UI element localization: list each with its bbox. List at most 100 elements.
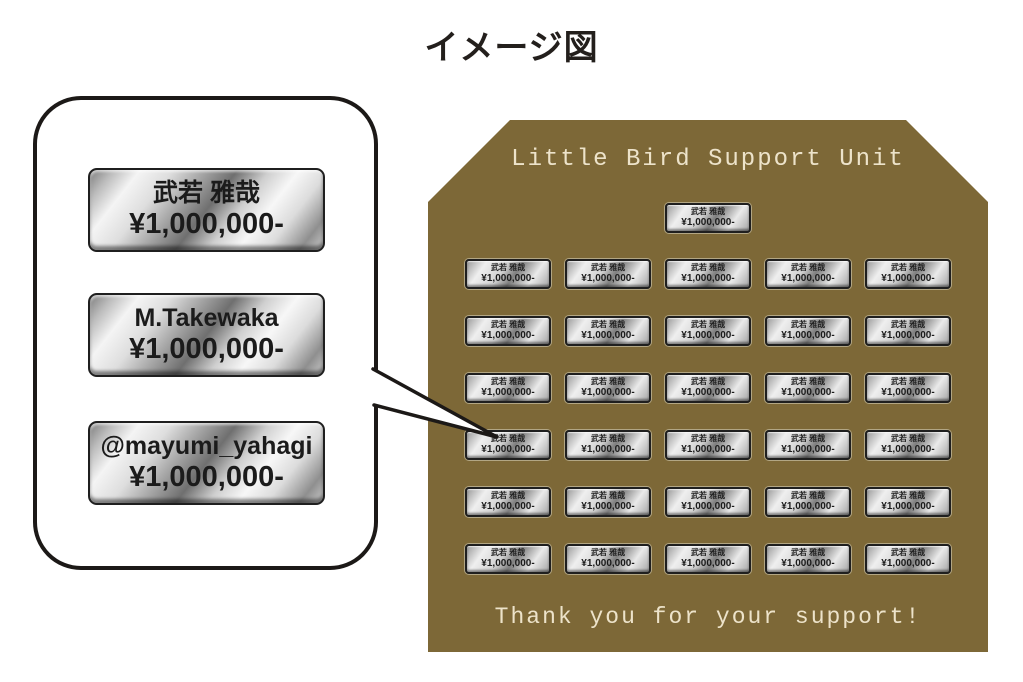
example-plate-roman: M.Takewaka ¥1,000,000- — [88, 293, 325, 377]
plate-row: 武若 雅哉 ¥1,000,000- 武若 雅哉 ¥1,000,000- 武若 雅… — [428, 487, 988, 517]
supporter-plate: 武若 雅哉 ¥1,000,000- — [565, 487, 651, 517]
plate-amount-text: ¥1,000,000- — [581, 386, 635, 398]
example-speech-bubble: 武若 雅哉 ¥1,000,000- M.Takewaka ¥1,000,000-… — [33, 96, 378, 570]
plate-name-text: 武若 雅哉 — [590, 433, 626, 443]
plate-name-text: 武若 雅哉 — [153, 178, 260, 207]
supporter-plate: 武若 雅哉 ¥1,000,000- — [765, 259, 851, 289]
example-plate-handle: @mayumi_yahagi ¥1,000,000- — [88, 421, 325, 505]
plate-amount-text: ¥1,000,000- — [881, 386, 935, 398]
supporter-plate: 武若 雅哉 ¥1,000,000- — [465, 487, 551, 517]
plate-amount-text: ¥1,000,000- — [481, 329, 535, 341]
plate-name-text: 武若 雅哉 — [690, 376, 726, 386]
plate-amount-text: ¥1,000,000- — [781, 557, 835, 569]
supporter-plate: 武若 雅哉 ¥1,000,000- — [565, 373, 651, 403]
plate-name-text: 武若 雅哉 — [590, 547, 626, 557]
plate-name-text: 武若 雅哉 — [590, 376, 626, 386]
supporter-plate: 武若 雅哉 ¥1,000,000- — [865, 487, 951, 517]
plate-amount-text: ¥1,000,000- — [481, 272, 535, 284]
plate-name-text: 武若 雅哉 — [590, 490, 626, 500]
plate-name-text: 武若 雅哉 — [490, 262, 526, 272]
plate-name-text: 武若 雅哉 — [790, 433, 826, 443]
supporter-plate: 武若 雅哉 ¥1,000,000- — [865, 373, 951, 403]
supporter-plate: 武若 雅哉 ¥1,000,000- — [765, 316, 851, 346]
plate-amount-text: ¥1,000,000- — [481, 557, 535, 569]
plate-name-text: M.Takewaka — [134, 303, 279, 332]
board-footer-text: Thank you for your support! — [494, 604, 922, 630]
supporter-plate: 武若 雅哉 ¥1,000,000- — [565, 430, 651, 460]
plate-amount-text: ¥1,000,000- — [881, 329, 935, 341]
plate-name-text: 武若 雅哉 — [890, 376, 926, 386]
supporter-plate: 武若 雅哉 ¥1,000,000- — [665, 487, 751, 517]
plate-amount-text: ¥1,000,000- — [681, 272, 735, 284]
plate-amount-text: ¥1,000,000- — [681, 557, 735, 569]
plate-amount-text: ¥1,000,000- — [781, 329, 835, 341]
plate-amount-text: ¥1,000,000- — [881, 500, 935, 512]
plate-amount-text: ¥1,000,000- — [581, 500, 635, 512]
plate-amount-text: ¥1,000,000- — [581, 443, 635, 455]
plate-name-text: 武若 雅哉 — [690, 490, 726, 500]
supporter-plate: 武若 雅哉 ¥1,000,000- — [665, 203, 751, 233]
plate-amount-text: ¥1,000,000- — [481, 386, 535, 398]
plate-name-text: 武若 雅哉 — [790, 547, 826, 557]
plate-name-text: 武若 雅哉 — [690, 206, 726, 216]
supporter-plate: 武若 雅哉 ¥1,000,000- — [765, 544, 851, 574]
supporter-plate: 武若 雅哉 ¥1,000,000- — [665, 430, 751, 460]
supporter-plate: 武若 雅哉 ¥1,000,000- — [865, 544, 951, 574]
plate-name-text: 武若 雅哉 — [890, 319, 926, 329]
plate-amount-text: ¥1,000,000- — [481, 500, 535, 512]
plate-amount-text: ¥1,000,000- — [129, 207, 284, 240]
plate-amount-text: ¥1,000,000- — [881, 272, 935, 284]
plate-amount-text: ¥1,000,000- — [681, 500, 735, 512]
supporter-plate: 武若 雅哉 ¥1,000,000- — [565, 544, 651, 574]
plate-name-text: 武若 雅哉 — [590, 262, 626, 272]
plate-name-text: 武若 雅哉 — [690, 319, 726, 329]
supporter-plate: 武若 雅哉 ¥1,000,000- — [565, 259, 651, 289]
plate-name-text: 武若 雅哉 — [890, 262, 926, 272]
plate-amount-text: ¥1,000,000- — [681, 329, 735, 341]
plate-name-text: 武若 雅哉 — [890, 433, 926, 443]
supporter-plate: 武若 雅哉 ¥1,000,000- — [665, 544, 751, 574]
plate-name-text: 武若 雅哉 — [690, 262, 726, 272]
supporter-plate: 武若 雅哉 ¥1,000,000- — [465, 316, 551, 346]
plate-name-text: @mayumi_yahagi — [100, 431, 313, 460]
plate-amount-text: ¥1,000,000- — [781, 443, 835, 455]
plate-name-text: 武若 雅哉 — [890, 490, 926, 500]
plate-amount-text: ¥1,000,000- — [881, 443, 935, 455]
plate-amount-text: ¥1,000,000- — [581, 329, 635, 341]
plate-name-text: 武若 雅哉 — [790, 262, 826, 272]
plate-amount-text: ¥1,000,000- — [681, 386, 735, 398]
plate-amount-text: ¥1,000,000- — [129, 460, 284, 493]
plate-amount-text: ¥1,000,000- — [681, 216, 735, 228]
support-board: Little Bird Support Unit 武若 雅哉 ¥1,000,00… — [428, 120, 988, 652]
plate-amount-text: ¥1,000,000- — [581, 557, 635, 569]
supporter-plate: 武若 雅哉 ¥1,000,000- — [465, 373, 551, 403]
supporter-plate: 武若 雅哉 ¥1,000,000- — [765, 430, 851, 460]
plate-name-text: 武若 雅哉 — [690, 433, 726, 443]
supporter-plate: 武若 雅哉 ¥1,000,000- — [465, 544, 551, 574]
plate-name-text: 武若 雅哉 — [890, 547, 926, 557]
supporter-plate: 武若 雅哉 ¥1,000,000- — [465, 430, 551, 460]
plate-row: 武若 雅哉 ¥1,000,000- 武若 雅哉 ¥1,000,000- 武若 雅… — [428, 430, 988, 460]
supporter-plate: 武若 雅哉 ¥1,000,000- — [865, 259, 951, 289]
plate-amount-text: ¥1,000,000- — [781, 500, 835, 512]
page-title: イメージ図 — [424, 29, 599, 67]
plate-amount-text: ¥1,000,000- — [481, 443, 535, 455]
supporter-plate: 武若 雅哉 ¥1,000,000- — [465, 259, 551, 289]
plate-grid: 武若 雅哉 ¥1,000,000- 武若 雅哉 ¥1,000,000- 武若 雅… — [428, 259, 988, 601]
supporter-plate: 武若 雅哉 ¥1,000,000- — [765, 487, 851, 517]
plate-amount-text: ¥1,000,000- — [781, 386, 835, 398]
plate-row: 武若 雅哉 ¥1,000,000- 武若 雅哉 ¥1,000,000- 武若 雅… — [428, 373, 988, 403]
plate-name-text: 武若 雅哉 — [790, 376, 826, 386]
supporter-plate: 武若 雅哉 ¥1,000,000- — [565, 316, 651, 346]
plate-name-text: 武若 雅哉 — [490, 433, 526, 443]
plate-name-text: 武若 雅哉 — [490, 319, 526, 329]
plate-name-text: 武若 雅哉 — [790, 490, 826, 500]
plate-name-text: 武若 雅哉 — [790, 319, 826, 329]
board-title: Little Bird Support Unit — [511, 146, 905, 173]
plate-row: 武若 雅哉 ¥1,000,000- 武若 雅哉 ¥1,000,000- 武若 雅… — [428, 259, 988, 289]
plate-name-text: 武若 雅哉 — [590, 319, 626, 329]
plate-amount-text: ¥1,000,000- — [581, 272, 635, 284]
supporter-plate: 武若 雅哉 ¥1,000,000- — [665, 316, 751, 346]
plate-name-text: 武若 雅哉 — [690, 547, 726, 557]
